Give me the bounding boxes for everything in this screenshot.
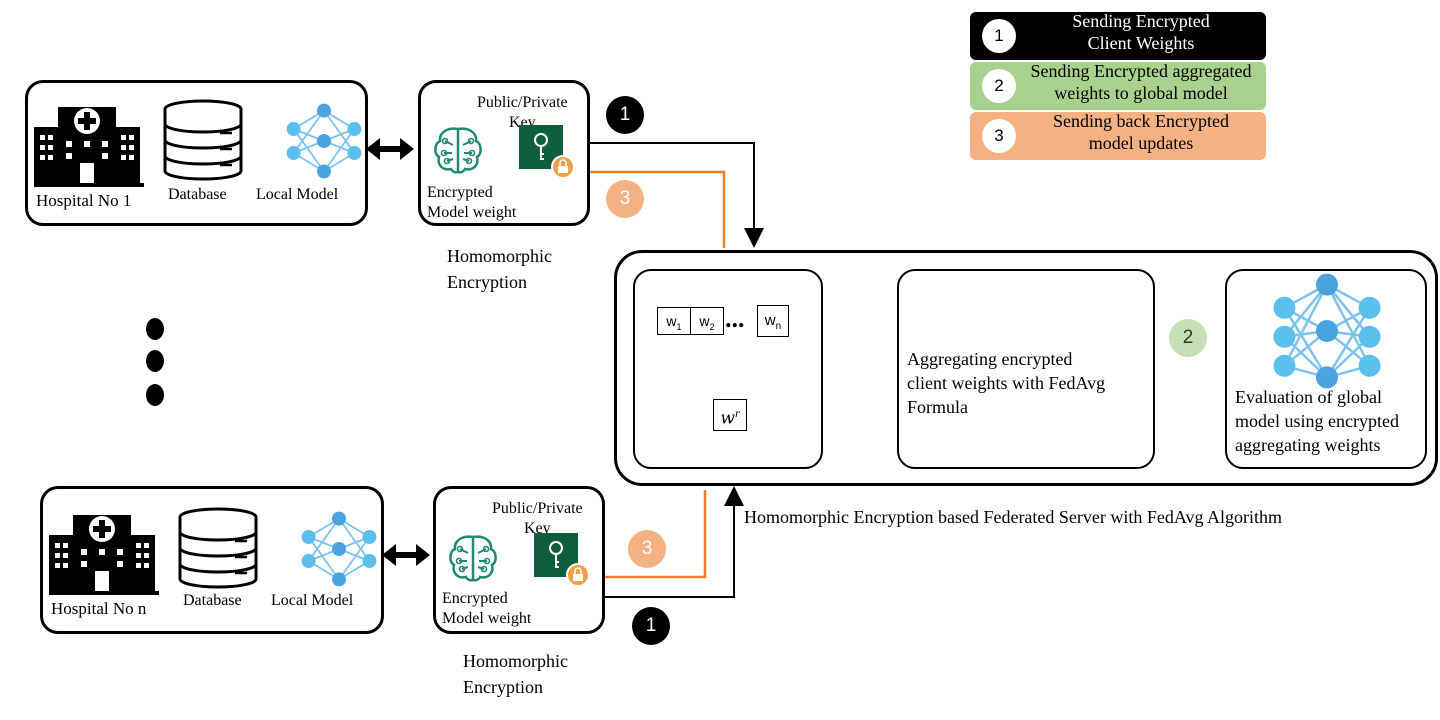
legend-number-3: 3: [982, 119, 1016, 153]
network-node: [1273, 296, 1296, 319]
network-node: [1316, 366, 1338, 389]
network-node: [1273, 354, 1296, 377]
ellipsis-dot: [146, 318, 164, 340]
hospital-icon: [34, 107, 144, 187]
network-node: [1316, 273, 1338, 296]
badge-1-bottom: 1: [632, 607, 670, 645]
network-node: [301, 554, 316, 568]
weight-cell-2: w2: [690, 307, 724, 335]
weight-cell-1: w1: [657, 307, 691, 335]
neural-network-icon: [286, 103, 362, 179]
weight-cell-n: wn: [757, 305, 789, 337]
database-icon: [163, 99, 243, 181]
neural-network-icon: [301, 511, 377, 587]
weights-ellipsis: ...: [725, 304, 745, 333]
brain-chip-icon: [449, 535, 497, 582]
database-icon: [178, 507, 258, 589]
client-box-bottom: Hospital No n Database Local Model: [40, 486, 384, 634]
network-node: [286, 146, 301, 160]
path-3-top: [590, 170, 726, 248]
brain-chip-icon: [434, 127, 482, 174]
hospital-icon: [49, 515, 159, 595]
network-node: [332, 511, 346, 526]
legend-number-2: 2: [982, 69, 1016, 103]
badge-2: 2: [1169, 319, 1207, 357]
network-node: [362, 554, 377, 568]
database-label: Database: [168, 186, 227, 203]
network-node: [317, 164, 331, 179]
ellipsis-dot: [146, 384, 164, 406]
network-node: [301, 530, 316, 544]
server-caption: Homomorphic Encryption based Federated S…: [744, 507, 1283, 527]
path-1-top: [590, 142, 764, 248]
path-3-bottom: [604, 490, 707, 579]
network-node: [286, 122, 301, 136]
path-1-bottom: [604, 486, 744, 598]
client-weights-panel: w1 w2 ... wn wr: [633, 269, 823, 469]
local-model-label: Local Model: [256, 186, 339, 203]
network-node: [1316, 320, 1338, 342]
badge-3-top: 3: [606, 180, 644, 218]
legend-number-1: 1: [982, 19, 1016, 53]
hospital-label: Hospital No n: [51, 599, 147, 618]
network-node: [332, 572, 346, 587]
ellipsis-dot: [146, 350, 164, 372]
database-label: Database: [183, 592, 242, 609]
network-node: [347, 122, 362, 136]
weight-r-cell: wr: [713, 399, 747, 431]
network-node: [332, 542, 346, 556]
badge-3-bottom: 3: [628, 530, 666, 568]
local-model-label: Local Model: [271, 592, 354, 609]
network-node: [347, 146, 362, 160]
network-node: [1358, 354, 1381, 377]
hospital-label: Hospital No 1: [36, 191, 132, 210]
key-icon: [534, 533, 590, 587]
double-arrow-bottom: [382, 544, 430, 566]
client-box-top: Hospital No 1 Database Local Model: [25, 80, 368, 226]
network-node: [1273, 325, 1296, 348]
network-node: [1358, 325, 1381, 348]
network-node: [317, 134, 331, 148]
key-icon: [519, 125, 575, 179]
network-node: [362, 530, 377, 544]
double-arrow-top: [366, 138, 414, 160]
global-model-network-icon: [1273, 273, 1381, 389]
network-node: [1358, 296, 1381, 319]
badge-1-top: 1: [606, 96, 644, 134]
network-node: [317, 103, 331, 118]
